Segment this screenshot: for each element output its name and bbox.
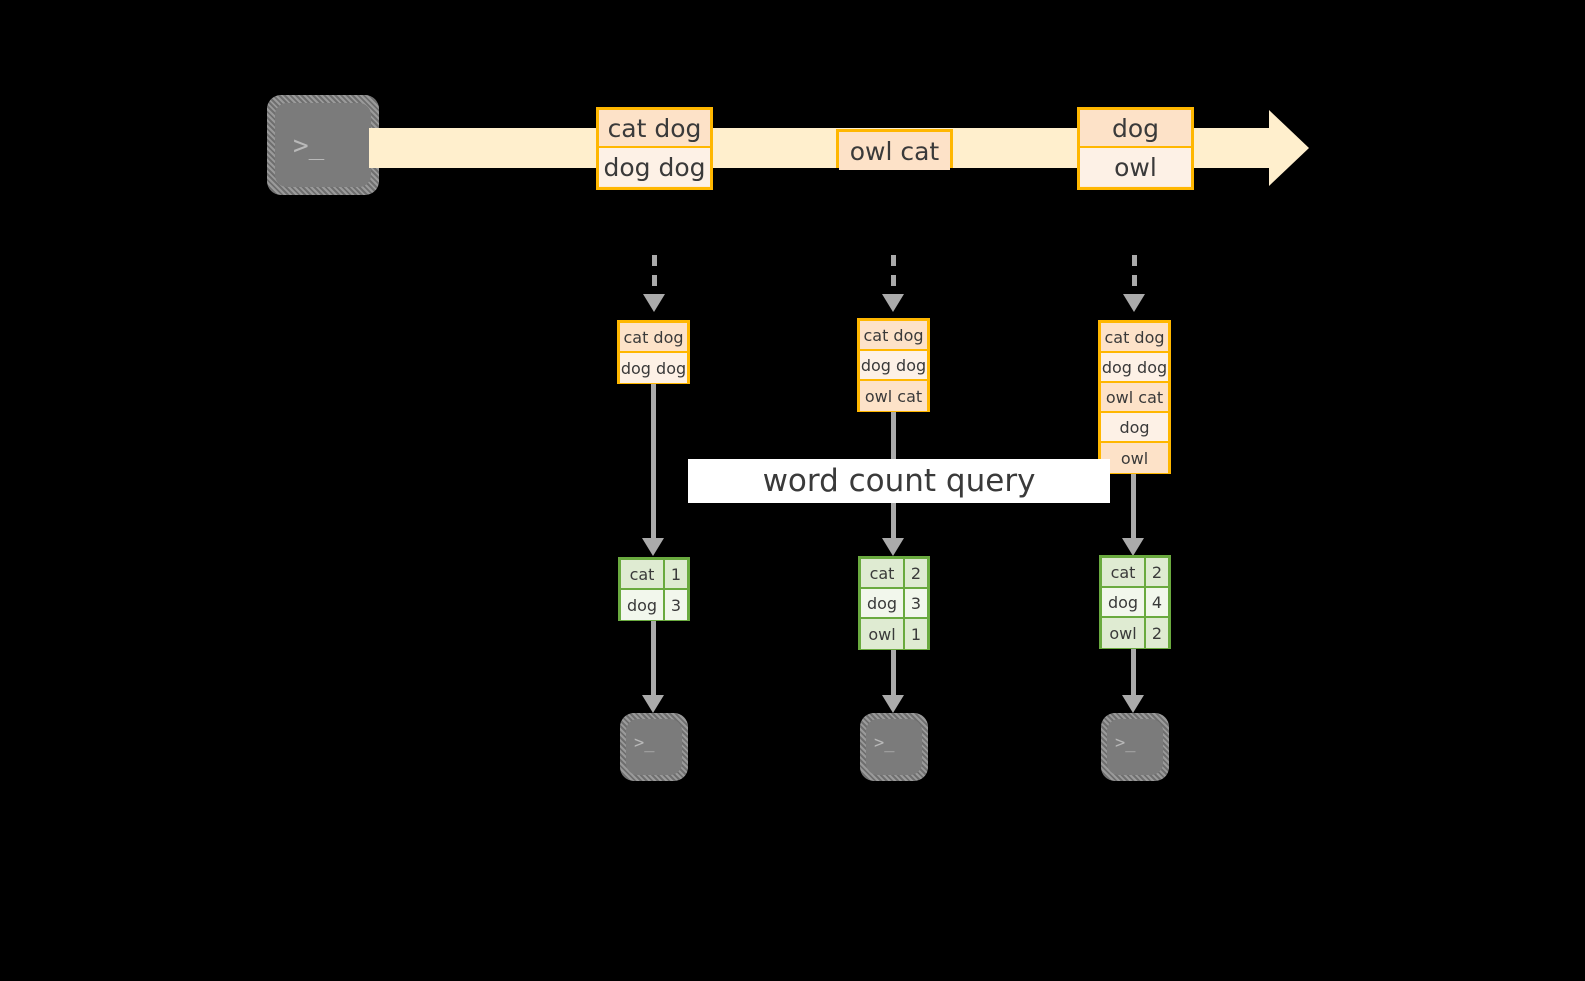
stream-record: dog dog [599,148,710,186]
word-cell: cat [1102,558,1146,586]
snapshot-records-3[interactable]: cat dog dog dog owl cat dog owl [1098,320,1171,474]
table-row: cat 2 [861,559,927,589]
word-cell: cat [861,559,905,587]
snapshot-record: cat dog [620,323,687,353]
snapshot-tap-line-2 [891,255,896,295]
sink-arrow-line-3 [1131,649,1136,696]
snapshot-record: cat dog [860,321,927,351]
word-cell: dog [861,589,905,617]
terminal-screen [1107,719,1163,775]
terminal-screen [275,103,371,187]
snapshot-record: dog dog [1101,353,1168,383]
query-label: word count query [688,459,1110,503]
table-row: owl 2 [1102,618,1168,648]
table-row: owl 1 [861,619,927,649]
terminal-prompt-text: >_ [874,733,895,753]
word-cell: owl [1102,618,1146,648]
snapshot-tap-arrowhead-1 [643,294,665,312]
query-arrow-head-3 [1122,538,1144,556]
count-cell: 3 [665,590,687,620]
terminal-screen [866,719,922,775]
source-terminal-icon[interactable]: >_ [267,95,379,195]
query-arrow-head-2 [882,538,904,556]
snapshot-record: dog [1101,413,1168,443]
count-cell: 2 [905,559,927,587]
sink-arrow-head-1 [642,695,664,713]
stream-record: owl [1080,148,1191,186]
count-cell: 1 [665,560,687,588]
snapshot-record: dog dog [860,351,927,381]
snapshot-record: owl cat [1101,383,1168,413]
count-cell: 1 [905,619,927,649]
table-row: dog 4 [1102,588,1168,618]
sink-terminal-icon-2[interactable]: >_ [860,713,928,781]
table-row: cat 2 [1102,558,1168,588]
sink-arrow-head-3 [1122,695,1144,713]
table-row: cat 1 [621,560,687,590]
query-arrow-head-1 [642,538,664,556]
sink-terminal-icon-1[interactable]: >_ [620,713,688,781]
table-row: dog 3 [861,589,927,619]
word-cell: dog [621,590,665,620]
stream-group-2[interactable]: owl cat [836,129,953,170]
result-table-3[interactable]: cat 2 dog 4 owl 2 [1099,555,1171,649]
word-cell: dog [1102,588,1146,616]
snapshot-record: owl [1101,443,1168,473]
count-cell: 2 [1146,618,1168,648]
terminal-prompt-text: >_ [1115,733,1136,753]
stream-record: cat dog [599,110,710,148]
query-arrow-line-3 [1131,474,1136,539]
stream-group-1[interactable]: cat dog dog dog [596,107,713,190]
sink-terminal-icon-3[interactable]: >_ [1101,713,1169,781]
snapshot-record: owl cat [860,381,927,411]
count-cell: 4 [1146,588,1168,616]
snapshot-tap-arrowhead-3 [1123,294,1145,312]
count-cell: 3 [905,589,927,617]
snapshot-records-1[interactable]: cat dog dog dog [617,320,690,384]
stream-group-3[interactable]: dog owl [1077,107,1194,190]
stream-record: dog [1080,110,1191,148]
table-row: dog 3 [621,590,687,620]
word-cell: cat [621,560,665,588]
sink-arrow-head-2 [882,695,904,713]
snapshot-tap-arrowhead-2 [882,294,904,312]
terminal-screen [626,719,682,775]
stream-record: owl cat [839,132,950,170]
snapshot-tap-line-3 [1132,255,1137,295]
sink-arrow-line-2 [891,650,896,696]
terminal-prompt-text: >_ [634,733,655,753]
result-table-2[interactable]: cat 2 dog 3 owl 1 [858,556,930,650]
query-arrow-line-1 [651,384,656,539]
result-table-1[interactable]: cat 1 dog 3 [618,557,690,621]
snapshot-record: dog dog [620,353,687,383]
terminal-prompt-text: >_ [293,131,325,161]
sink-arrow-line-1 [651,621,656,696]
count-cell: 2 [1146,558,1168,586]
snapshot-records-2[interactable]: cat dog dog dog owl cat [857,318,930,412]
snapshot-record: cat dog [1101,323,1168,353]
stream-arrow-head [1269,110,1309,186]
word-cell: owl [861,619,905,649]
snapshot-tap-line-1 [652,255,657,295]
